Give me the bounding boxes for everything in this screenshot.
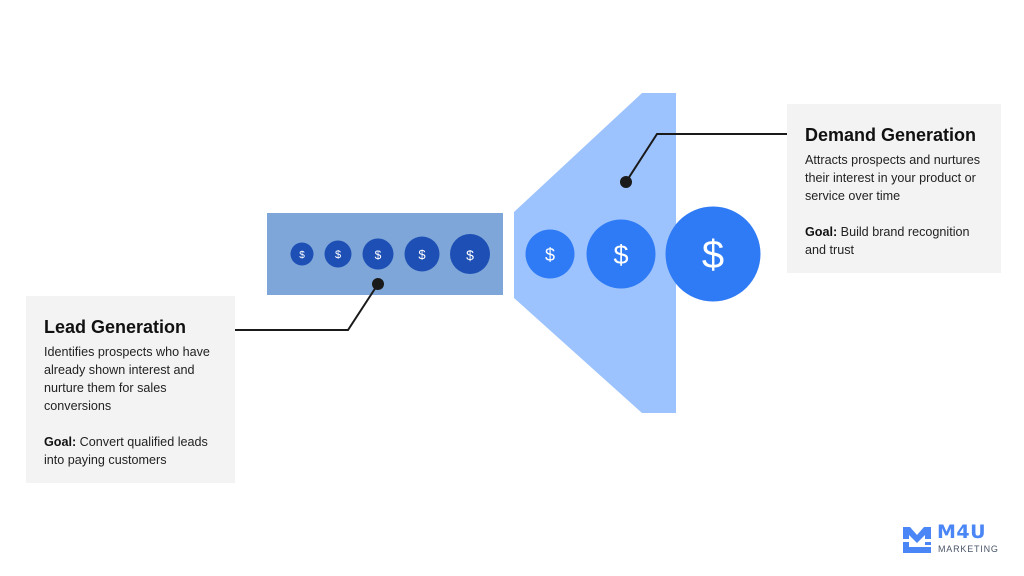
m4u-logo-icon: [903, 527, 931, 553]
logo-tagline: MARKETING: [938, 544, 999, 554]
coin-lead-3: [362, 238, 394, 270]
coin-lead-5: [450, 234, 490, 274]
demand-generation-description: Attracts prospects and nurtures their in…: [805, 153, 980, 203]
demand-connector-dot: [620, 176, 632, 188]
demand-connector-line: [625, 133, 787, 183]
lead-connector-dot: [372, 278, 384, 290]
coin-demand-1: [525, 229, 575, 279]
lead-coins: $ $ $ $ $: [290, 234, 490, 274]
demand-generation-goal-text: Build brand recognition and trust: [805, 225, 970, 257]
lead-generation-goal: Goal: Convert qualified leads into payin…: [44, 433, 224, 469]
coin-lead-2-symbol: $: [335, 249, 341, 261]
coin-demand-3-symbol: $: [702, 233, 724, 277]
coin-demand-2-symbol: $: [613, 240, 628, 270]
coin-lead-4-symbol: $: [418, 247, 426, 262]
demand-generation-card: Demand Generation Attracts prospects and…: [787, 104, 1001, 273]
coin-lead-1-symbol: $: [299, 250, 305, 261]
coin-demand-3: [665, 206, 761, 302]
lead-generation-card: Lead Generation Identifies prospects who…: [26, 296, 235, 483]
lead-generation-title: Lead Generation: [44, 317, 187, 337]
demand-coins: $ $ $: [525, 206, 761, 302]
coin-lead-1: [290, 242, 314, 266]
coin-lead-5-symbol: $: [466, 247, 474, 263]
coin-demand-2: [586, 219, 656, 289]
lead-generation-goal-text: Convert qualified leads into paying cust…: [44, 435, 208, 467]
demand-generation-goal: Goal: Build brand recognition and trust: [805, 223, 990, 259]
lead-generation-description: Identifies prospects who have already sh…: [44, 345, 210, 413]
logo-name: M4U: [937, 521, 987, 543]
coin-lead-2: [324, 240, 352, 268]
coin-demand-1-symbol: $: [545, 245, 555, 265]
coin-lead-4: [404, 236, 440, 272]
demand-generation-goal-label: Goal:: [805, 225, 838, 239]
coin-lead-3-symbol: $: [375, 248, 382, 262]
lead-generation-goal-label: Goal:: [44, 435, 77, 449]
demand-generation-title: Demand Generation: [805, 125, 977, 145]
brand-logo: M4U MARKETING: [899, 521, 1003, 557]
lead-connector-line: [212, 283, 379, 331]
